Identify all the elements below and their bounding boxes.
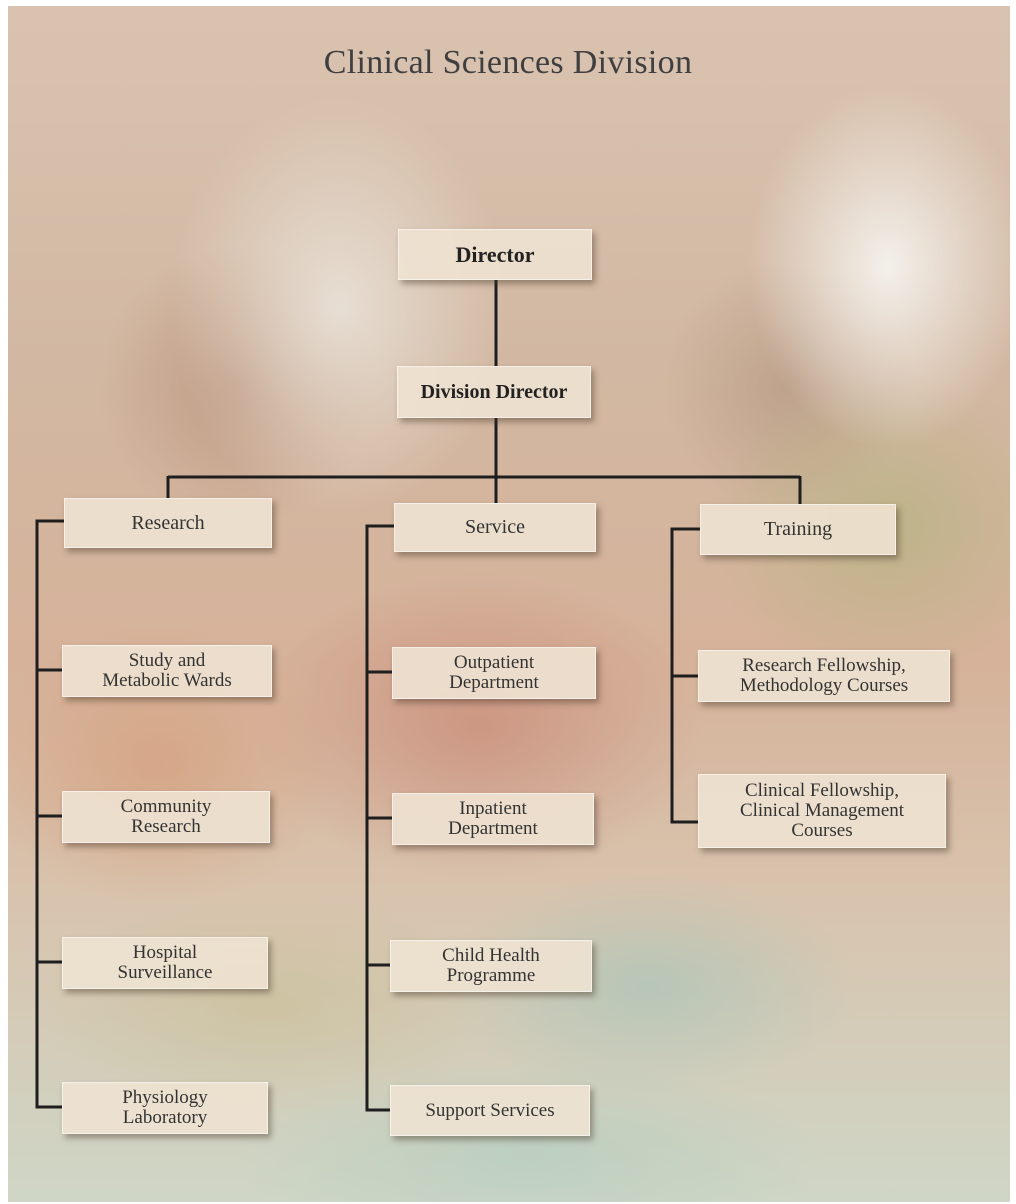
service-unit-label: Outpatient Department [449, 652, 539, 693]
research-unit-box: Physiology Laboratory [62, 1082, 268, 1134]
service-label: Service [465, 516, 525, 538]
service-unit-label: Child Health Programme [442, 945, 540, 986]
service-unit-box: Support Services [390, 1085, 590, 1136]
research-unit-label: Hospital Surveillance [117, 942, 213, 983]
background-photo [8, 6, 1010, 1202]
division-director-label: Division Director [420, 380, 568, 403]
division-director-box: Division Director [397, 366, 591, 418]
research-unit-box: Study and Metabolic Wards [62, 645, 272, 697]
service-unit-box: Outpatient Department [392, 647, 596, 699]
director-box: Director [398, 229, 592, 280]
training-unit-label: Research Fellowship, Methodology Courses [739, 655, 909, 696]
connector-research-spine [35, 519, 64, 1109]
training-box: Training [700, 504, 896, 555]
director-label: Director [455, 242, 535, 267]
research-unit-box: Hospital Surveillance [62, 937, 268, 989]
chart-title: Clinical Sciences Division [323, 44, 693, 81]
research-box: Research [64, 498, 272, 548]
research-unit-label: Physiology Laboratory [122, 1087, 208, 1128]
training-unit-box: Research Fellowship, Methodology Courses [698, 650, 950, 702]
research-unit-label: Study and Metabolic Wards [102, 650, 232, 691]
training-label: Training [763, 518, 833, 540]
service-unit-box: Inpatient Department [392, 793, 594, 845]
training-unit-box: Clinical Fellowship, Clinical Management… [698, 774, 946, 848]
service-unit-label: Inpatient Department [448, 798, 538, 839]
research-unit-label: Community Research [120, 796, 212, 837]
service-unit-box: Child Health Programme [390, 940, 592, 992]
training-unit-label: Clinical Fellowship, Clinical Management… [739, 780, 905, 841]
research-label: Research [131, 511, 205, 534]
service-box: Service [394, 503, 596, 552]
research-unit-box: Community Research [62, 791, 270, 843]
service-unit-label: Support Services [425, 1099, 555, 1121]
